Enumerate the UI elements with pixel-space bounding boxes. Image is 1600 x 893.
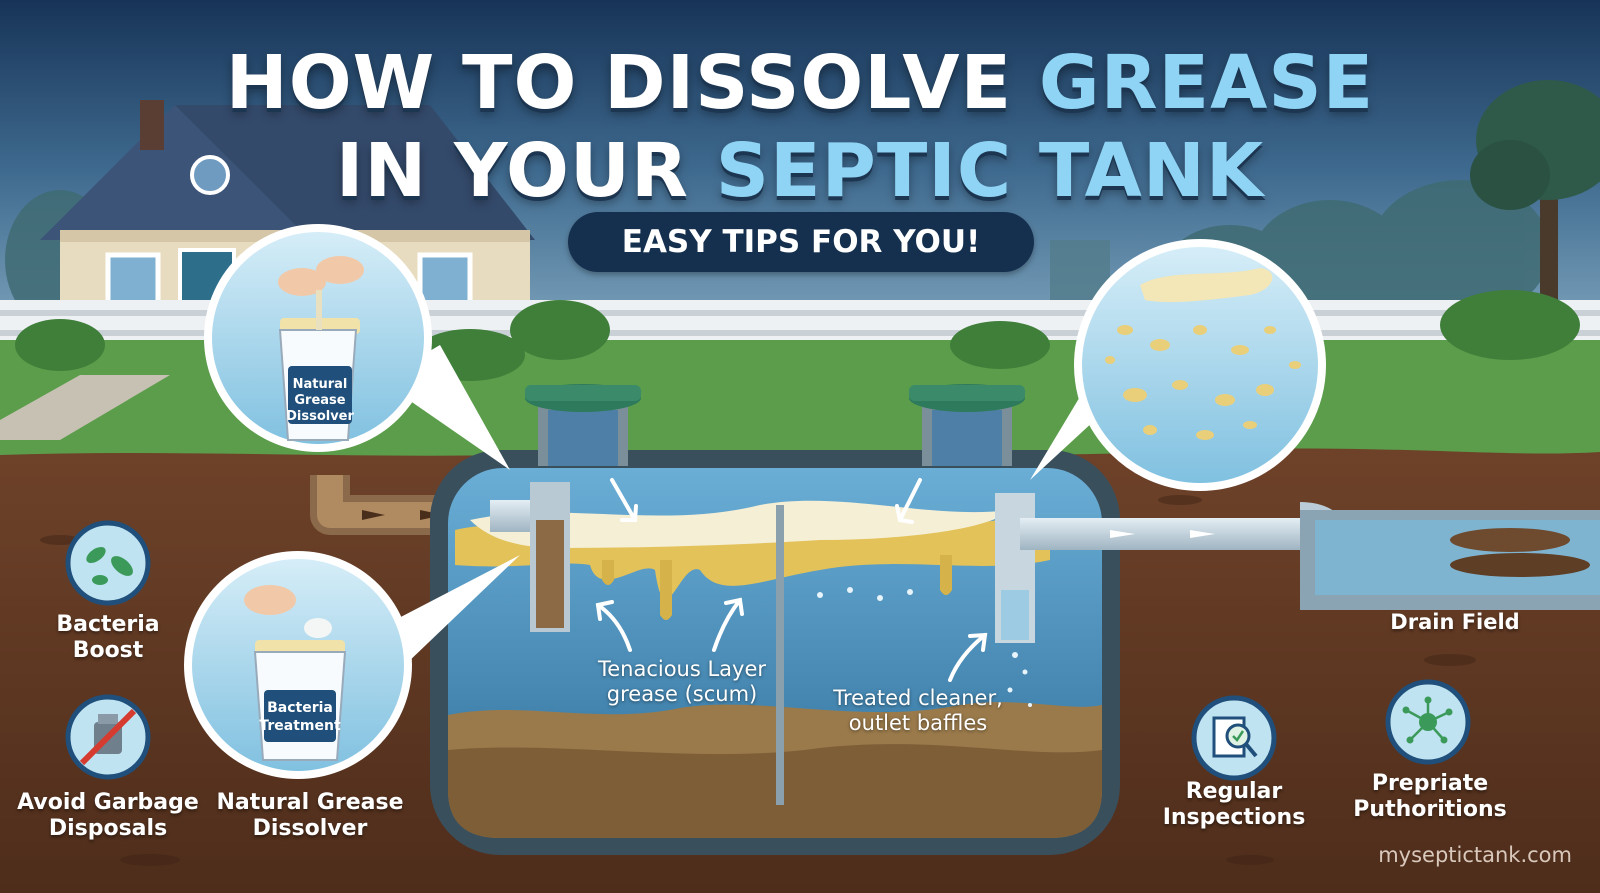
title-line-1-main: HOW TO DISSOLVE — [225, 40, 1013, 126]
footer-url: myseptictank.com — [1378, 843, 1572, 867]
tip-prepriate-line-1: Prepriate — [1371, 771, 1489, 796]
tree — [1470, 80, 1600, 300]
tip-prepriate-line-2: Puthoritions — [1353, 797, 1507, 822]
drain-field — [1300, 510, 1600, 610]
outlet-label: Treated cleaner, outlet baffles — [808, 686, 1028, 736]
tub-top-line-1: Natural — [293, 377, 348, 392]
bacteria-icon — [65, 520, 151, 606]
tub-top-line-3: Dissolver — [286, 409, 354, 424]
scum-label-line-1: Tenacious Layer — [597, 657, 767, 681]
tip-avoid-disposals-line-1: Avoid Garbage — [17, 790, 199, 815]
no-disposal-icon — [65, 694, 151, 780]
drain-field-label: Drain Field — [1390, 610, 1520, 634]
tip-bacteria-boost-line-2: Boost — [72, 638, 144, 663]
tip-natural-dissolver-line-2: Dissolver — [252, 816, 368, 841]
magnifier-check-icon — [1191, 695, 1277, 781]
tip-natural-dissolver-line-1: Natural Grease — [216, 790, 404, 815]
tip-avoid-disposals-line-2: Disposals — [48, 816, 168, 841]
tub-bottom-line-2: Treatment — [259, 718, 341, 734]
subtitle-pill: EASY TIPS FOR YOU! — [568, 212, 1034, 272]
microbe-icon — [1385, 679, 1471, 765]
tip-natural-dissolver: Natural Grease Dissolver — [210, 790, 410, 842]
title-line-2: IN YOUR SEPTIC TANK — [0, 128, 1600, 214]
tip-prepriate: Prepriate Puthoritions — [1340, 771, 1520, 823]
callout-grease-breakdown — [1074, 239, 1326, 491]
tip-regular-inspections-line-2: Inspections — [1162, 805, 1306, 830]
tub-bottom-line-1: Bacteria — [267, 700, 333, 716]
tip-bacteria-boost-line-1: Bacteria — [56, 612, 160, 637]
title-line-2-highlight: SEPTIC TANK — [715, 128, 1265, 214]
title-line-1-highlight: GREASE — [1038, 40, 1375, 126]
title-line-2-main: IN YOUR — [335, 128, 689, 214]
outlet-label-line-1: Treated cleaner, — [833, 686, 1003, 710]
tip-regular-inspections-line-1: Regular — [1185, 779, 1283, 804]
tub-top-line-2: Grease — [294, 393, 345, 408]
scum-label: Tenacious Layer grease (scum) — [572, 657, 792, 707]
tip-regular-inspections: Regular Inspections — [1158, 779, 1310, 831]
tip-bacteria-boost: Bacteria Boost — [28, 612, 188, 664]
septic-tank — [430, 384, 1120, 855]
outlet-label-line-2: outlet baffles — [848, 711, 988, 735]
shrubs — [15, 290, 1580, 381]
title-line-1: HOW TO DISSOLVE GREASE — [0, 40, 1600, 126]
tip-avoid-disposals: Avoid Garbage Disposals — [10, 790, 206, 842]
scum-label-line-2: grease (scum) — [606, 682, 758, 706]
